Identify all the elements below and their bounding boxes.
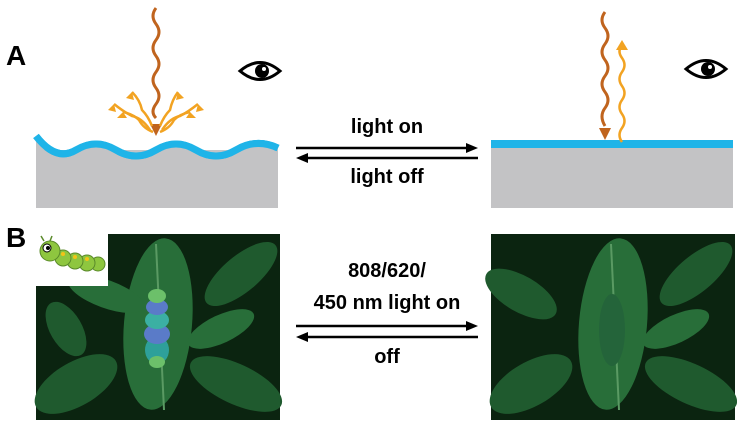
nm-light-on-label-line1: 808/620/ [348,260,426,282]
eye-icon [683,59,729,79]
right-substrate [491,146,733,208]
nm-light-on-label-line2: 450 nm light on [313,292,461,314]
panel-b-letter: B [6,222,27,253]
right-flat-surface [491,140,733,148]
incident-light-beam-left [151,7,161,120]
eye-icon [237,61,283,81]
incident-light-beam-right [600,11,610,127]
panel-a-letter: A [6,40,27,71]
camouflaged-caterpillar [599,294,625,366]
caterpillar-icon [39,235,106,272]
left-substrate [36,150,278,208]
reflected-light-beam-right [618,45,626,143]
caterpillar-on-leaf [144,289,170,368]
off-label: off [374,346,400,368]
scattered-light-rays [113,91,199,134]
light-off-label: light off [350,166,424,188]
leaf-photo-camouflaged [485,234,737,420]
light-on-label: light on [350,116,424,138]
